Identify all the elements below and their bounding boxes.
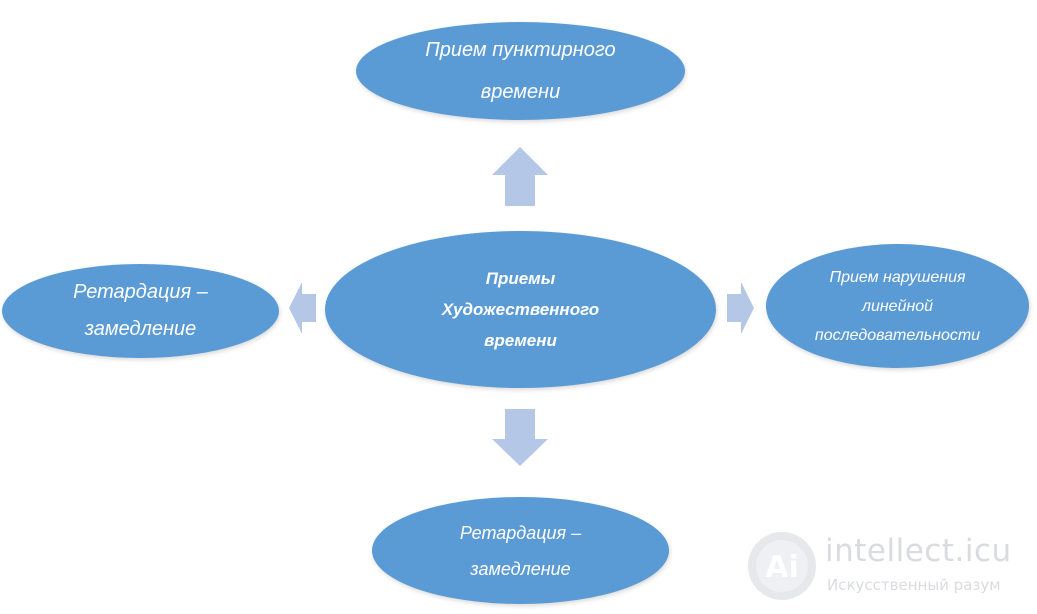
node-retardation-bottom-label: Ретардация – замедление	[459, 522, 582, 579]
node-linear-violation: Прием нарушения линейной последовательно…	[766, 244, 1029, 368]
node-retardation-left-label: Ретардация – замедление	[73, 281, 208, 340]
node-center-artistic-time: Приемы Художественного времени	[325, 231, 716, 388]
svg-text:Ai: Ai	[765, 550, 799, 585]
arrow-up	[492, 147, 548, 206]
arrow-down	[492, 409, 548, 466]
arrow-left	[289, 282, 316, 334]
watermark: Ai intellect.icu Искусственный разум	[747, 531, 1032, 603]
watermark-logo-icon: Ai	[748, 532, 816, 600]
arrow-right	[727, 282, 754, 334]
node-retardation-left: Ретардация – замедление	[2, 264, 279, 358]
node-retardation-bottom: Ретардация – замедление	[372, 497, 669, 604]
watermark-subtitle: Искусственный разум	[827, 576, 1001, 594]
node-center-label: Приемы Художественного времени	[441, 269, 600, 350]
node-linear-violation-label: Прием нарушения линейной последовательно…	[814, 268, 981, 344]
node-dotted-time: Прием пунктирного времени	[356, 22, 685, 120]
watermark-title: intellect.icu	[825, 533, 1012, 569]
node-dotted-time-label: Прием пунктирного времени	[425, 39, 616, 103]
